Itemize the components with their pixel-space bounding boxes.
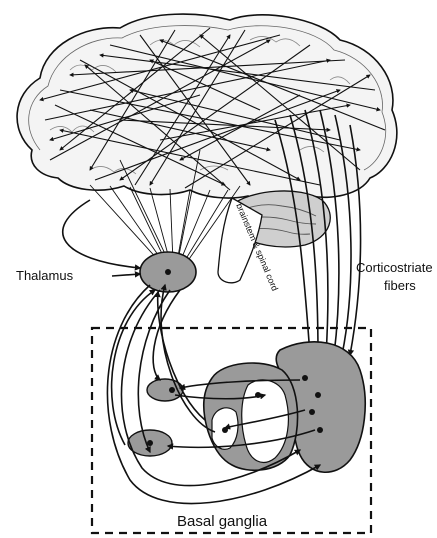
thalamus-label: Thalamus	[16, 268, 74, 283]
thalamus-pointer-arrow	[112, 274, 140, 276]
basal-ganglia-label: Basal ganglia	[177, 513, 268, 530]
corticostriate-label-line1: Corticostriate	[356, 260, 433, 275]
corticostriate-label-line2: fibers	[384, 278, 416, 293]
pallidus-internal-segment	[242, 380, 289, 463]
